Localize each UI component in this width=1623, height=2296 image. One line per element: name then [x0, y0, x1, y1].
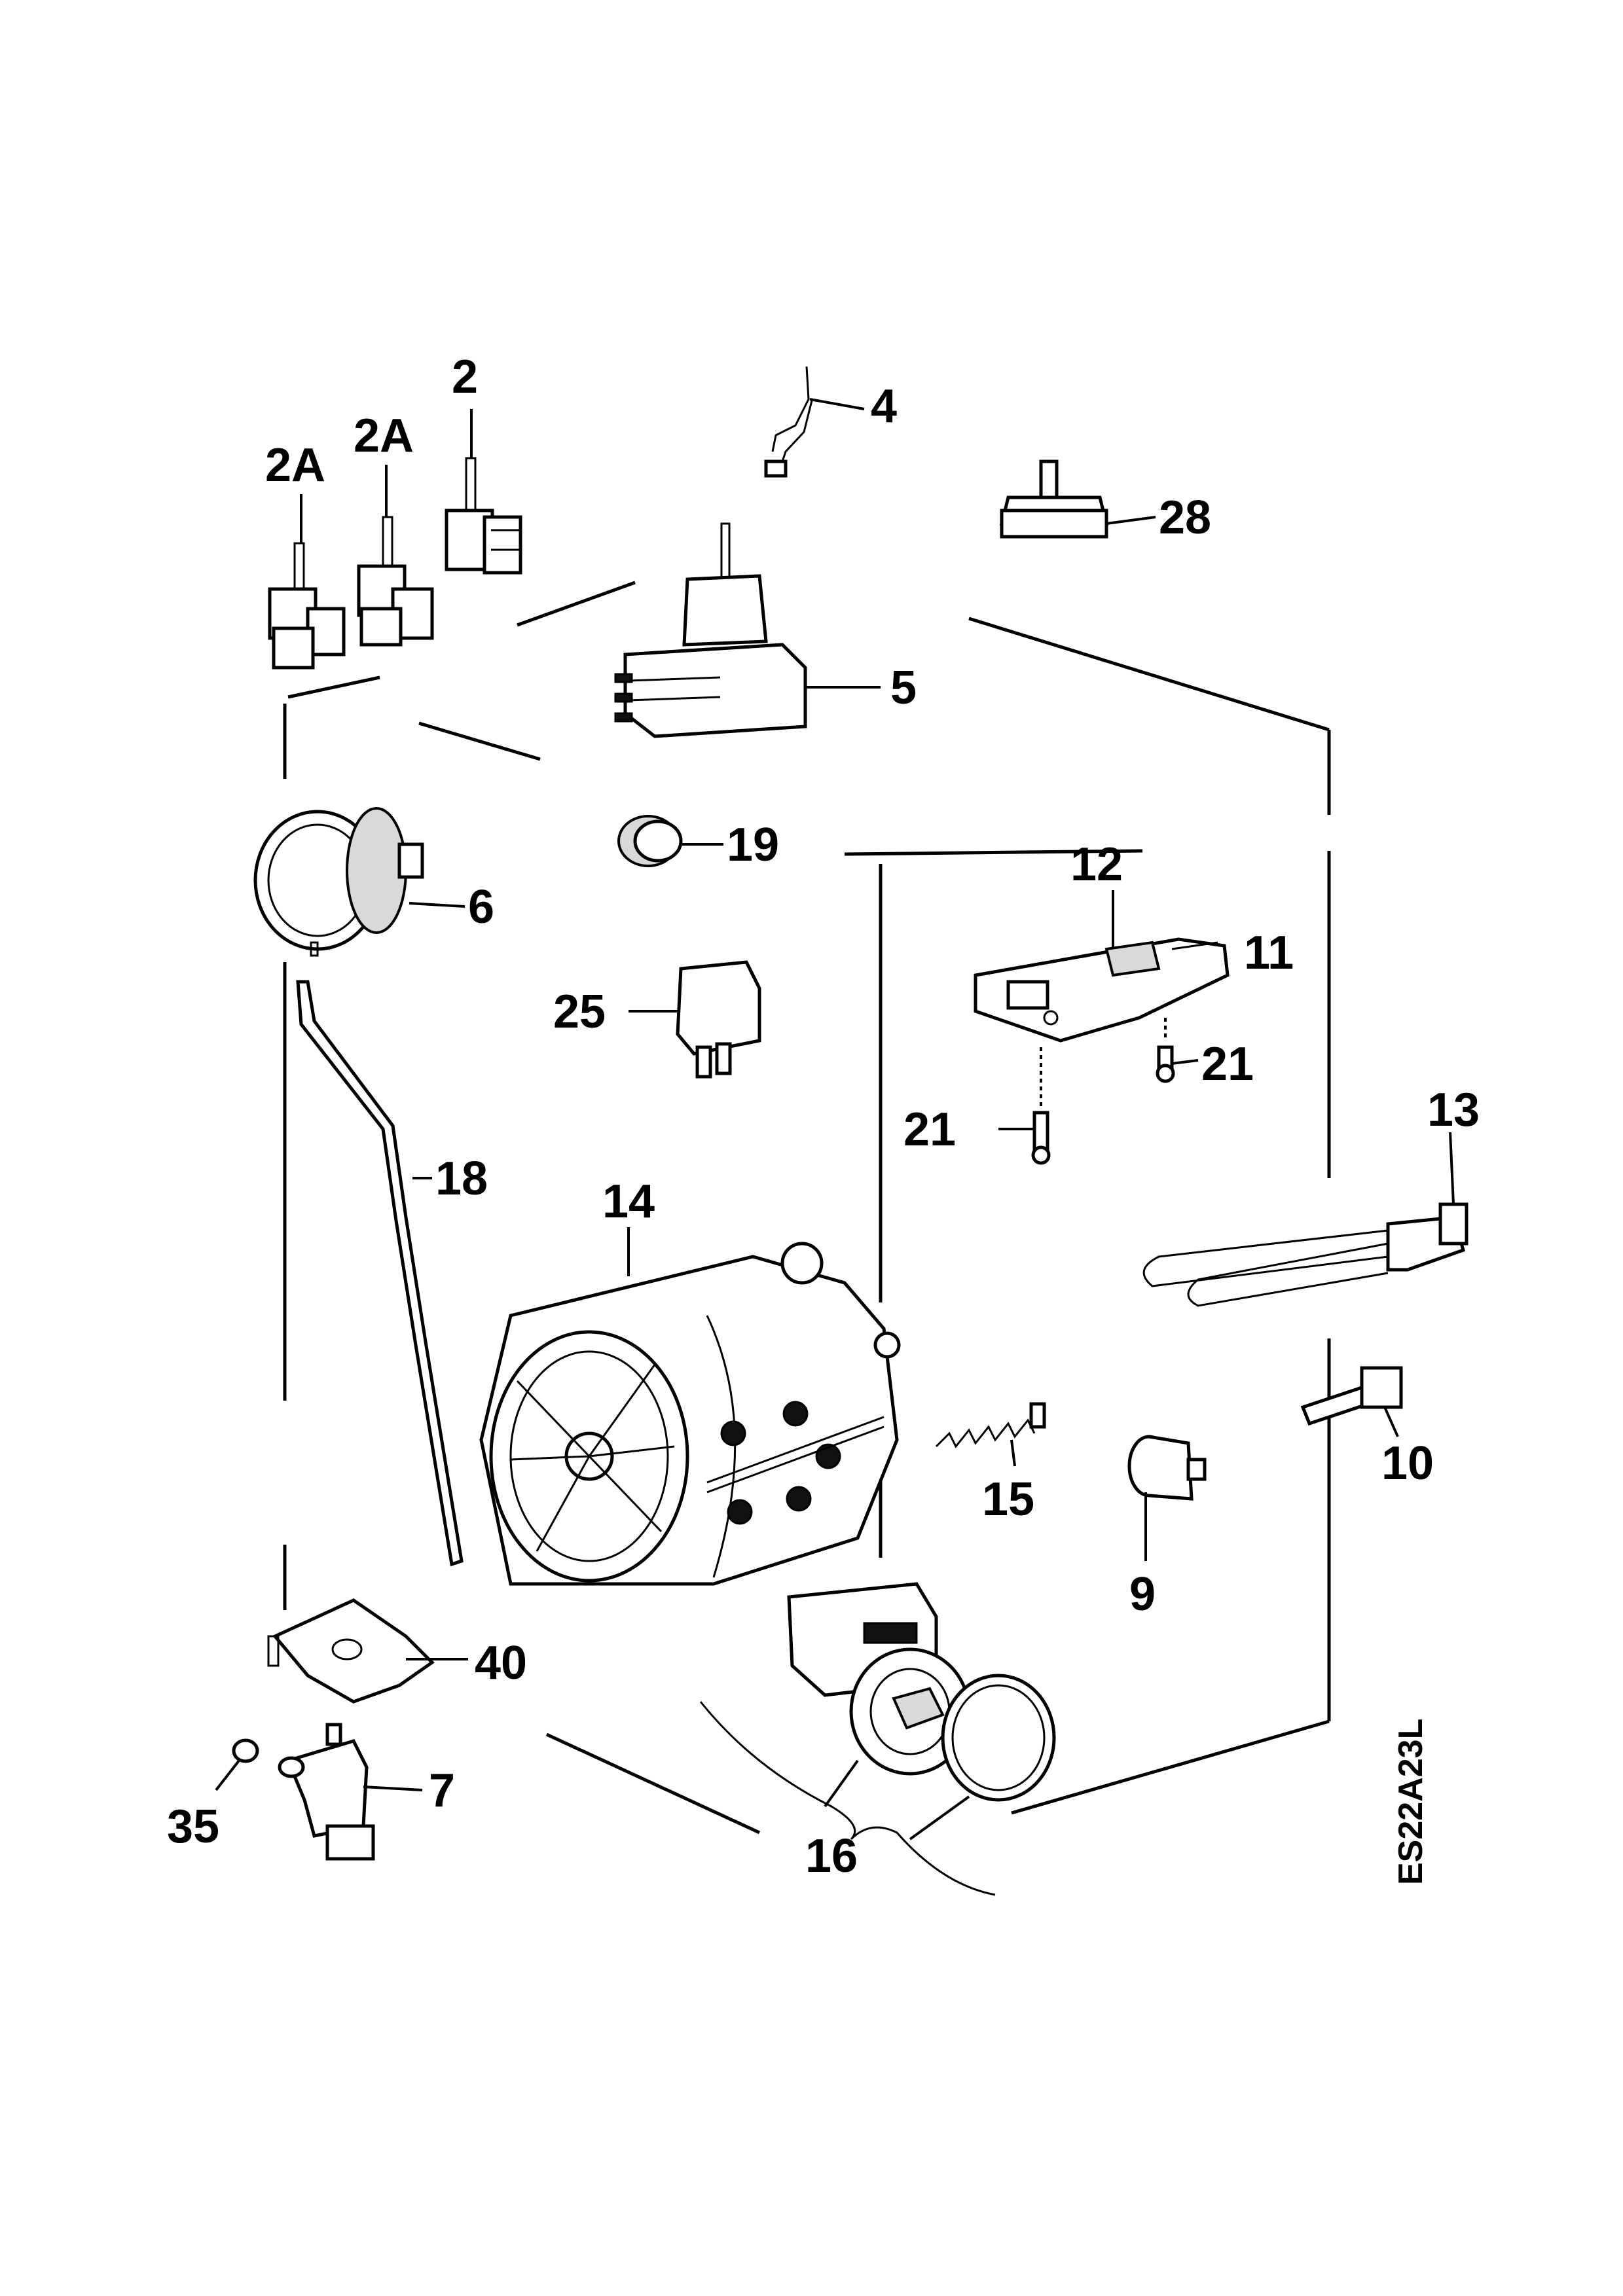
callout-15: 15 [982, 1473, 1034, 1526]
callout-4: 4 [871, 380, 897, 433]
callout-35: 35 [167, 1801, 219, 1853]
filter-25 [676, 960, 761, 1079]
pressure-hose-18 [296, 980, 464, 1567]
callout-13: 13 [1427, 1084, 1480, 1136]
callout-28: 28 [1159, 492, 1211, 544]
callout-21-right: 21 [1201, 1038, 1254, 1090]
motor-14 [479, 1242, 901, 1586]
callout-2a-left: 2A [265, 439, 325, 492]
callout-18: 18 [435, 1153, 488, 1205]
pressure-switch-6 [253, 807, 424, 957]
callout-11: 11 [1244, 927, 1294, 979]
bracket-40 [267, 1598, 435, 1704]
valve-7 [278, 1723, 375, 1861]
callout-2a-mid: 2A [354, 410, 414, 462]
callout-12: 12 [1070, 838, 1123, 891]
drain-pump-16 [699, 1582, 1056, 1896]
callout-5: 5 [890, 662, 917, 714]
callout-40: 40 [475, 1637, 527, 1689]
heater-element-13 [1142, 1202, 1468, 1307]
programmer-5 [614, 522, 807, 738]
callout-16: 16 [805, 1830, 858, 1882]
callout-7: 7 [429, 1765, 455, 1817]
callout-14: 14 [602, 1175, 655, 1228]
screw-21-left [1031, 1047, 1051, 1165]
diagram-code: ES22A23L [1392, 1719, 1430, 1885]
capacitor-9 [1127, 1435, 1207, 1501]
screw-21-right [1156, 1018, 1175, 1083]
grommet-19 [617, 815, 683, 867]
selector-switch-2a-left [268, 542, 346, 670]
selector-switch-2a-mid [357, 516, 434, 647]
selector-switch-2 [445, 457, 522, 575]
ntc-sensor-10 [1300, 1366, 1403, 1426]
callout-10: 10 [1381, 1437, 1434, 1490]
callout-6: 6 [468, 881, 494, 933]
callout-21-left: 21 [903, 1103, 956, 1156]
spring-15 [935, 1402, 1046, 1448]
wire-harness-4 [764, 366, 813, 478]
callout-19: 19 [727, 819, 779, 871]
leader-lines [215, 398, 1455, 1840]
callout-labels: 2 2A 2A 4 28 5 19 6 12 11 25 21 21 13 18… [167, 351, 1480, 1882]
callout-25: 25 [553, 986, 606, 1038]
timer-28 [999, 459, 1109, 539]
callout-9: 9 [1129, 1568, 1156, 1621]
callout-2: 2 [452, 351, 478, 403]
door-interlock-11 [974, 937, 1230, 1043]
ring-35 [232, 1738, 259, 1763]
